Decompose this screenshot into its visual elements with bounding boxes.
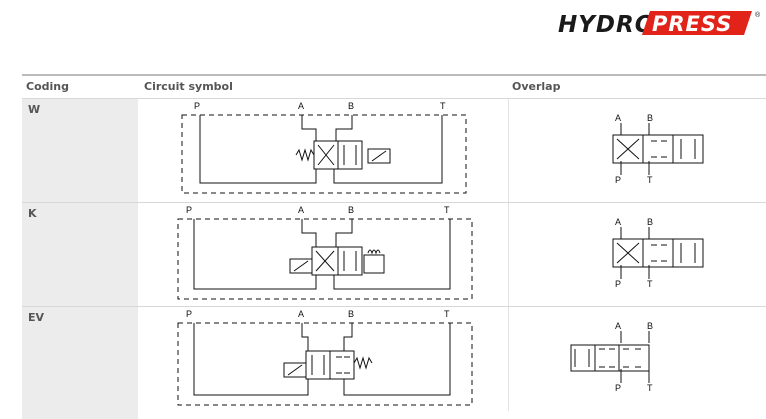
overlap-port-t: T xyxy=(647,279,653,289)
coding-label: W xyxy=(28,103,41,116)
detent-symbol xyxy=(367,249,381,255)
coding-label: EV xyxy=(28,311,45,324)
overlap-symbol-w: A B P T xyxy=(508,99,766,203)
line-t xyxy=(343,323,451,396)
port-a-label: A xyxy=(298,101,304,111)
overlap-symbol-ev: A B P T xyxy=(508,307,766,411)
line-a xyxy=(301,115,317,141)
spool-box-2 xyxy=(337,246,363,276)
coding-cell: K xyxy=(22,203,138,307)
table-header: Coding Circuit symbol Overlap xyxy=(22,74,766,98)
pilot-dashed-frame xyxy=(177,322,473,406)
port-p-label: P xyxy=(194,101,200,111)
spring-symbol xyxy=(353,356,373,370)
port-a-label: A xyxy=(298,205,304,215)
spool-box-2 xyxy=(337,140,363,170)
header-coding: Coding xyxy=(26,80,69,93)
line-p xyxy=(199,115,317,184)
coding-cell: W xyxy=(22,99,138,203)
line-b xyxy=(335,115,353,141)
line-t xyxy=(333,115,443,184)
cross-arrows xyxy=(317,144,335,166)
line-p xyxy=(193,323,309,396)
overlap-port-b: B xyxy=(647,217,653,227)
line-a xyxy=(301,219,317,247)
port-p-label: P xyxy=(186,205,192,215)
port-b-label: B xyxy=(348,309,354,319)
logo-text-press: PRESS xyxy=(652,12,732,36)
parallel-arrows xyxy=(311,355,325,375)
coding-label: K xyxy=(28,207,37,220)
overlap-port-p: P xyxy=(615,383,621,393)
spool-box-1 xyxy=(305,350,331,380)
logo-text-hydro: HYDRO xyxy=(558,12,655,38)
port-b-label: B xyxy=(348,101,354,111)
overlap-port-p: P xyxy=(615,175,621,185)
coding-cell: EV xyxy=(22,307,138,419)
cross-arrows xyxy=(315,250,335,272)
overlap-symbol-k: A B P T xyxy=(508,203,766,307)
logo-registered-mark: ® xyxy=(755,11,761,19)
port-a-label: A xyxy=(298,309,304,319)
parallel-arrows xyxy=(343,251,357,271)
hydropress-logo: HYDRO PRESS ® xyxy=(556,8,766,38)
circuit-symbol-w: P A B T xyxy=(160,99,500,203)
table-row-k: K P A B T A B P T xyxy=(22,202,766,307)
port-t-label: T xyxy=(444,205,450,215)
overlap-port-b: B xyxy=(647,321,653,331)
circuit-symbol-ev: P A B T xyxy=(160,307,500,411)
overlap-port-t: T xyxy=(647,383,653,393)
port-p-label: P xyxy=(186,309,192,319)
solenoid-box xyxy=(367,148,391,164)
line-t xyxy=(333,219,451,290)
blocked-ports xyxy=(336,356,350,374)
overlap-port-a: A xyxy=(615,217,621,227)
port-t-label: T xyxy=(440,101,446,111)
pilot-dashed-frame xyxy=(181,114,467,194)
logo-red-badge xyxy=(642,11,752,35)
line-p xyxy=(193,219,317,290)
spring-symbol xyxy=(295,148,315,162)
solenoid-slash xyxy=(371,150,387,162)
solenoid-box-right xyxy=(363,254,385,274)
solenoid-slash xyxy=(287,364,303,376)
overlap-port-t: T xyxy=(647,175,653,185)
overlap-port-a: A xyxy=(615,321,621,331)
line-b xyxy=(335,219,353,247)
line-b xyxy=(343,323,353,351)
overlap-port-a: A xyxy=(615,113,621,123)
table-row-ev: EV P A B T A B P T xyxy=(22,306,766,419)
solenoid-slash-left xyxy=(293,260,309,272)
line-a xyxy=(301,323,309,351)
overlap-port-b: B xyxy=(647,113,653,123)
port-t-label: T xyxy=(444,309,450,319)
spool-box-2 xyxy=(329,350,355,380)
pilot-dashed-frame xyxy=(177,218,473,300)
overlap-port-p: P xyxy=(615,279,621,289)
header-circuit-symbol: Circuit symbol xyxy=(144,80,233,93)
parallel-arrows xyxy=(343,145,357,165)
header-overlap: Overlap xyxy=(512,80,561,93)
table-row-w: W P A B T A B P T xyxy=(22,98,766,203)
port-b-label: B xyxy=(348,205,354,215)
circuit-symbol-k: P A B T xyxy=(160,203,500,307)
